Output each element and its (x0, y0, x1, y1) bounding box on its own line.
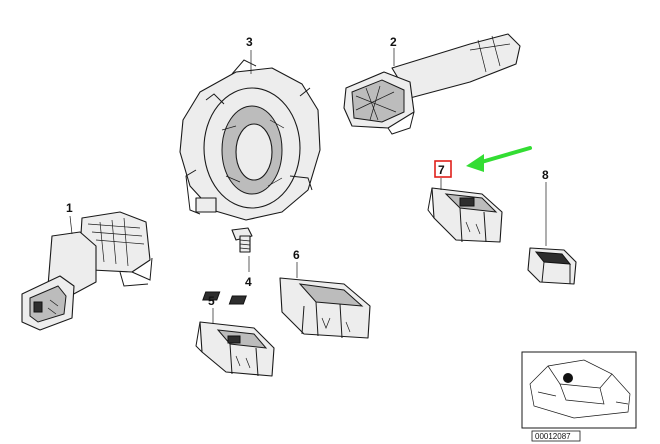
callout-3: 3 (246, 35, 253, 49)
ref-code: 00012087 (535, 432, 571, 441)
car-outline-icon (529, 359, 631, 419)
callout-7: 7 (438, 163, 445, 177)
callout-1: 1 (66, 201, 73, 215)
part-1-column-switch[interactable] (21, 211, 153, 331)
part-7-switch-block[interactable] (427, 187, 503, 243)
leader-line-1 (69, 215, 73, 235)
callout-2: 2 (390, 35, 397, 49)
ref-code-box (531, 430, 581, 442)
part-3-contact-ring[interactable] (179, 59, 321, 221)
part-5-switch-block[interactable] (195, 321, 275, 377)
callout-6: 6 (293, 248, 300, 262)
callout-4: 4 (245, 275, 252, 289)
location-marker-icon (563, 373, 573, 383)
part-8-switch[interactable] (527, 247, 577, 285)
part-6-switch-block[interactable] (202, 277, 371, 339)
highlight-arrow (466, 146, 532, 172)
callout-8: 8 (542, 168, 549, 182)
part-2-indicator-stalk[interactable] (343, 33, 521, 135)
callout-5: 5 (208, 294, 215, 308)
location-inset (521, 351, 637, 429)
highlight-box (434, 160, 452, 178)
part-4-screw[interactable] (231, 227, 253, 253)
